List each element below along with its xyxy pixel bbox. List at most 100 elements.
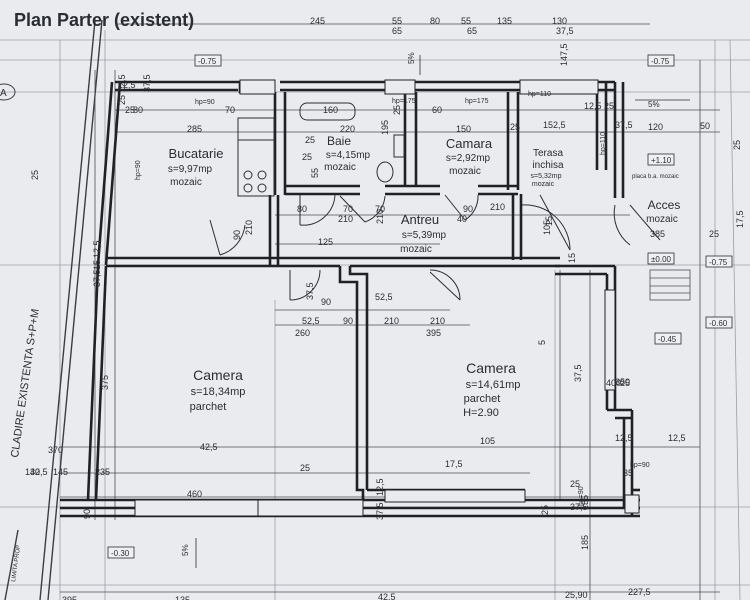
- dimension-label: 150: [456, 124, 471, 134]
- plate-label: placa b.a. mozaic: [632, 174, 679, 180]
- dimension-label: 350: [615, 377, 630, 387]
- dimension-label: 145: [53, 467, 68, 477]
- property-limit-label: LIMITA PROP: [11, 545, 22, 583]
- dimension-label: 25: [540, 505, 550, 515]
- dimension-label: 370: [48, 445, 63, 455]
- dimension-label: 260: [295, 328, 310, 338]
- dimension-label: 42,5: [30, 467, 48, 477]
- room-area-camera-2: s=14,61mp: [466, 379, 521, 391]
- room-finish-bucatarie: mozaic: [170, 177, 202, 188]
- existing-building-edge: [4, 19, 103, 600]
- dimension-label: 12,5: [118, 80, 136, 90]
- dimension-label: 25: [305, 135, 315, 145]
- room-name-camera-1: Camera: [193, 367, 243, 383]
- dimension-label: 90: [82, 509, 92, 519]
- dimension-label: 210: [490, 202, 505, 212]
- elevation-tag-label: -0.45: [658, 335, 677, 344]
- dimension-label: 37,5: [142, 74, 152, 92]
- dimension-label: 60: [432, 105, 442, 115]
- dimension-label: 12,5: [615, 433, 633, 443]
- dimension-label: 375: [100, 375, 110, 390]
- dimension-label: 37,5: [573, 364, 583, 382]
- dimension-label: 285: [187, 124, 202, 134]
- room-labels: Bucatarie s=9,97mp mozaic Baie s=4,15mp …: [168, 134, 680, 419]
- burner-icon: [257, 170, 267, 180]
- dimension-label: 160: [323, 105, 338, 115]
- room-finish-camara: mozaic: [449, 166, 481, 177]
- dimension-label: 400: [606, 378, 621, 388]
- dimension-label: 12,5: [117, 74, 127, 92]
- dimension-label: 130: [552, 16, 567, 26]
- dimension-label: 37,5: [556, 26, 574, 36]
- elevation-tag: ±0.00: [647, 252, 675, 265]
- room-area-terasa: s=5,32mp: [531, 173, 562, 180]
- dimension-label: 17,5: [445, 459, 463, 469]
- elevation-tag-label: -0.75: [709, 258, 728, 267]
- dimension-label: 80: [133, 105, 143, 115]
- dimension-label: 90: [232, 230, 242, 240]
- stairs: [649, 269, 691, 301]
- room-finish-baie: mozaic: [324, 162, 356, 173]
- dimension-label: 105: [542, 220, 552, 235]
- room-name-terasa: Terasa: [533, 148, 563, 159]
- dimension-label: 15: [544, 216, 554, 226]
- dimension-label: 147,5: [559, 43, 569, 66]
- dimension-label: 195: [380, 120, 390, 135]
- room-name2-terasa: inchisa: [532, 160, 564, 171]
- dimension-label: 65: [467, 26, 477, 36]
- dimension-label: 152,5: [543, 120, 566, 130]
- dimension-label: 55: [461, 16, 471, 26]
- dimension-label: 12,5: [668, 433, 686, 443]
- elevation-tag: +1.10: [647, 153, 675, 166]
- slope-label: 5%: [407, 52, 416, 64]
- dimension-label: 25: [620, 378, 630, 388]
- elevation-tag: -0.30: [107, 546, 135, 559]
- dimension-label: 42,5: [378, 592, 396, 600]
- dimension-label: 90: [463, 204, 473, 214]
- dimension-label: hp=175: [392, 98, 416, 105]
- room-name-camera-2: Camera: [466, 360, 516, 376]
- elevation-tag: -0.45: [654, 332, 682, 345]
- dimension-label: 65: [392, 26, 402, 36]
- windows: [134, 79, 640, 517]
- axis-marker-label: A: [0, 88, 7, 99]
- dimension-label: 25: [392, 105, 402, 115]
- stove-counter: [237, 117, 275, 197]
- dimension-label: hp=90: [195, 99, 215, 106]
- room-area-antreu: s=5,39mp: [402, 230, 447, 241]
- slope-label: 5%: [181, 544, 190, 556]
- dimension-label: 245: [310, 16, 325, 26]
- dimension-label: 185: [580, 535, 590, 550]
- dimension-label: 25: [125, 105, 135, 115]
- dimension-label: 210: [384, 316, 399, 326]
- dimension-label: 15: [92, 260, 102, 270]
- dimension-label: 42,5: [200, 442, 218, 452]
- dimension-label: 135: [497, 16, 512, 26]
- dimension-label: 37,5: [375, 502, 385, 520]
- dimension-label: 25: [709, 229, 719, 239]
- dimension-label: 52,5: [375, 292, 393, 302]
- dimension-label: 235: [95, 467, 110, 477]
- bathtub: [299, 102, 356, 121]
- dimension-label: 17,5: [735, 210, 745, 228]
- dimension-label: 37,5: [92, 269, 102, 287]
- dimension-label: hp=110: [528, 91, 551, 98]
- dimension-label: 37,5: [570, 502, 588, 512]
- room-height-camera-2: H=2.90: [463, 407, 499, 419]
- dimension-label: 90: [321, 297, 331, 307]
- dimension-label: 80: [297, 204, 307, 214]
- room-area-baie: s=4,15mp: [326, 150, 371, 161]
- room-finish-acces: mozaic: [646, 214, 678, 225]
- dimension-label: 52,5: [302, 316, 320, 326]
- axis-marker: [0, 83, 16, 101]
- dimension-label: 25: [302, 152, 312, 162]
- room-name-antreu: Antreu: [401, 212, 439, 227]
- dimension-label: 35: [623, 468, 633, 478]
- dimension-label: 80: [430, 16, 440, 26]
- dimension-label: 155: [580, 495, 590, 510]
- dimension-label: 37,5: [615, 120, 633, 130]
- elevation-tag: -0.75: [705, 255, 733, 268]
